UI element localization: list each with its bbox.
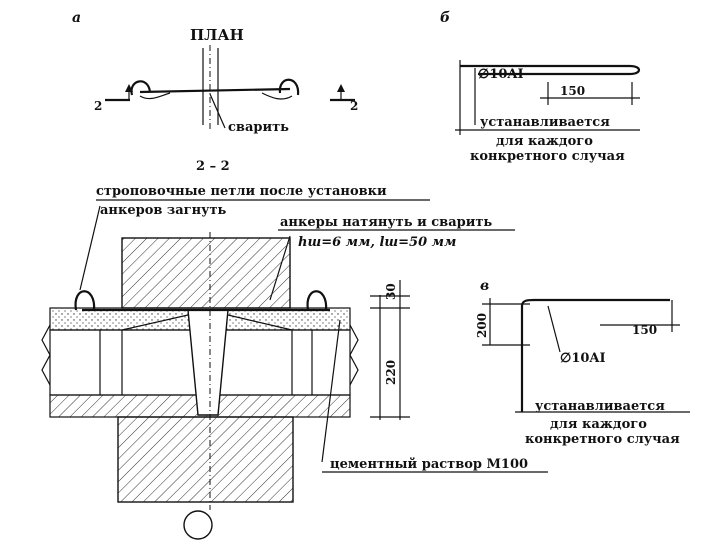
weld-leader — [209, 93, 226, 129]
subfigure-label-b: б — [440, 10, 450, 26]
note-b-1: устанавливается — [480, 115, 610, 130]
subfigure-label-v: в — [480, 278, 489, 294]
dim-v-vertical: 200 — [475, 313, 489, 338]
dim-height: 220 — [384, 360, 398, 385]
note-v-3: конкретного случая — [525, 432, 680, 447]
break-line-left — [41, 324, 51, 386]
rebar-label-v: ∅10AI — [560, 351, 606, 366]
lower-column — [117, 416, 294, 503]
section-title: 2 – 2 — [196, 159, 230, 174]
section-mark-left-arrowhead — [125, 84, 133, 92]
dim-v-horizontal: 150 — [632, 323, 657, 337]
slab-voids — [99, 330, 313, 395]
rebar-hook-b — [460, 64, 641, 76]
note-b-2: для каждого — [496, 134, 593, 149]
mortar-leader — [321, 319, 341, 463]
plan-title: ПЛАН — [190, 26, 244, 44]
weld-note: сварить — [228, 120, 289, 135]
axis-marker — [183, 510, 213, 540]
rebar-bent-v — [520, 298, 670, 412]
dim-b: 150 — [560, 84, 585, 98]
weld-params: hш=6 мм, lш=50 мм — [298, 235, 456, 250]
note-anchors: анкеры натянуть и сварить — [280, 215, 492, 230]
section-mark-right-arrowhead — [337, 84, 345, 92]
plan-lifting-loop-right — [278, 78, 300, 96]
mortar-note: цементный раствор М100 — [330, 457, 528, 472]
detail-v: в 200 ∅10AI 150 устанавливается для кажд… — [475, 278, 690, 447]
note-lifting-loops-2: анкеров загнуть — [100, 203, 226, 218]
dim-top: 30 — [384, 283, 398, 300]
break-line-right — [349, 324, 359, 386]
detail-b: б ∅10AI 150 устанавливается для каждого … — [440, 10, 641, 164]
rebar-leader — [547, 305, 561, 353]
lifting-loop-left — [74, 290, 96, 311]
note-lifting-loops-1: строповочные петли после установки — [96, 184, 387, 199]
note-v-1: устанавливается — [535, 399, 665, 414]
upper-column — [121, 237, 291, 309]
joint-bevel — [121, 314, 293, 331]
plan-anchor-bend — [139, 92, 171, 100]
plan-anchor-plate — [139, 87, 291, 94]
section-mark-right: 2 — [350, 99, 358, 113]
plan-view: а ПЛАН 2 2 сварить — [72, 10, 358, 135]
section-view: 2 – 2 строповочные петли после установки… — [41, 159, 548, 540]
rebar-label-b: ∅10AI — [478, 67, 524, 82]
lifting-loop-right — [306, 290, 328, 311]
loops-leader — [79, 205, 101, 291]
subfigure-label-a: а — [72, 10, 81, 26]
note-v-2: для каждого — [550, 417, 647, 432]
plan-anchor-bend — [261, 92, 293, 100]
note-b-3: конкретного случая — [470, 149, 625, 164]
section-mark-left: 2 — [94, 99, 102, 113]
